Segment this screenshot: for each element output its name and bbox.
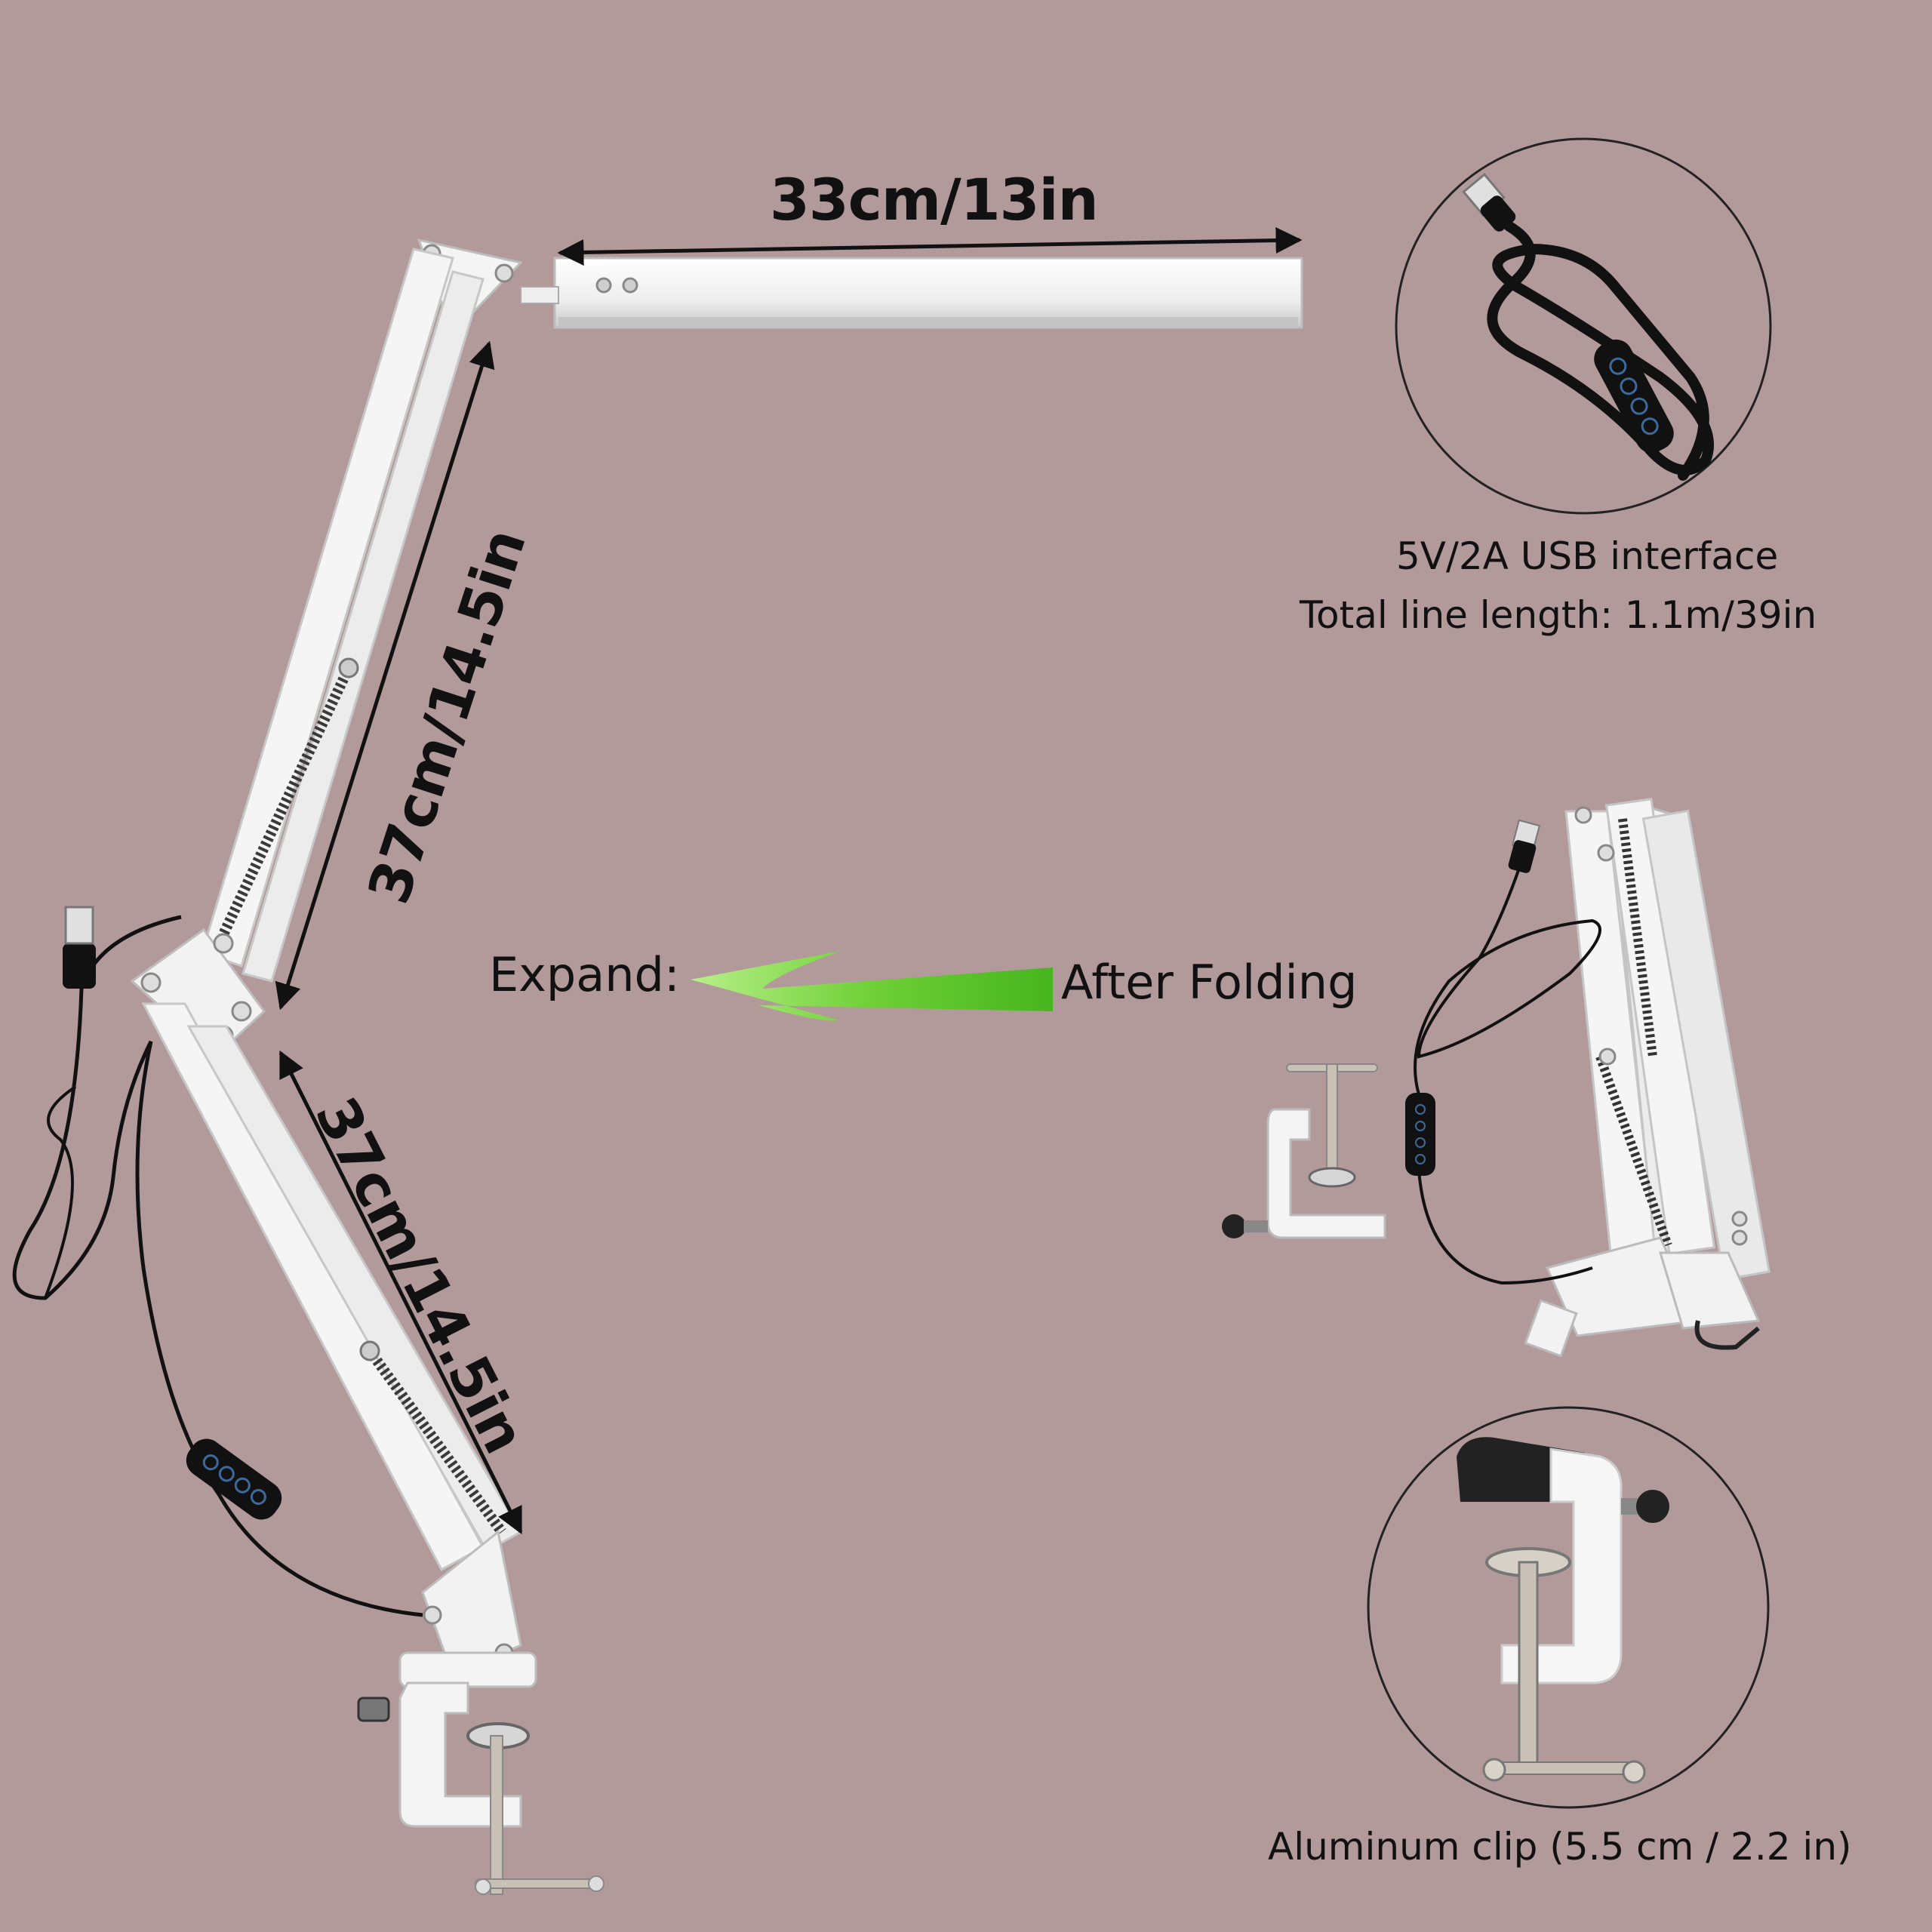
- usb-interface-label: 5V/2A USB interface: [1396, 534, 1779, 578]
- clip-caption: Aluminum clip (5.5 cm / 2.2 in): [1268, 1825, 1852, 1869]
- expand-label: Expand:: [489, 947, 680, 1002]
- after-folding-label: After Folding: [1061, 955, 1358, 1010]
- dimension-arrows: [275, 227, 1303, 1535]
- green-arrow-icon: [691, 951, 1053, 1021]
- head-length-label: 33cm/13in: [770, 166, 1099, 233]
- line-length-label: Total line length: 1.1m/39in: [1300, 593, 1817, 637]
- usb-cable-inset: [1395, 137, 1772, 515]
- usb-plug-icon: [63, 906, 96, 989]
- clamp-icon: [1367, 1406, 1770, 1809]
- desk-lamp-expanded: [130, 238, 1303, 1895]
- desk-lamp-folded: [1222, 798, 1770, 1358]
- inline-switch-icon: [186, 1438, 282, 1520]
